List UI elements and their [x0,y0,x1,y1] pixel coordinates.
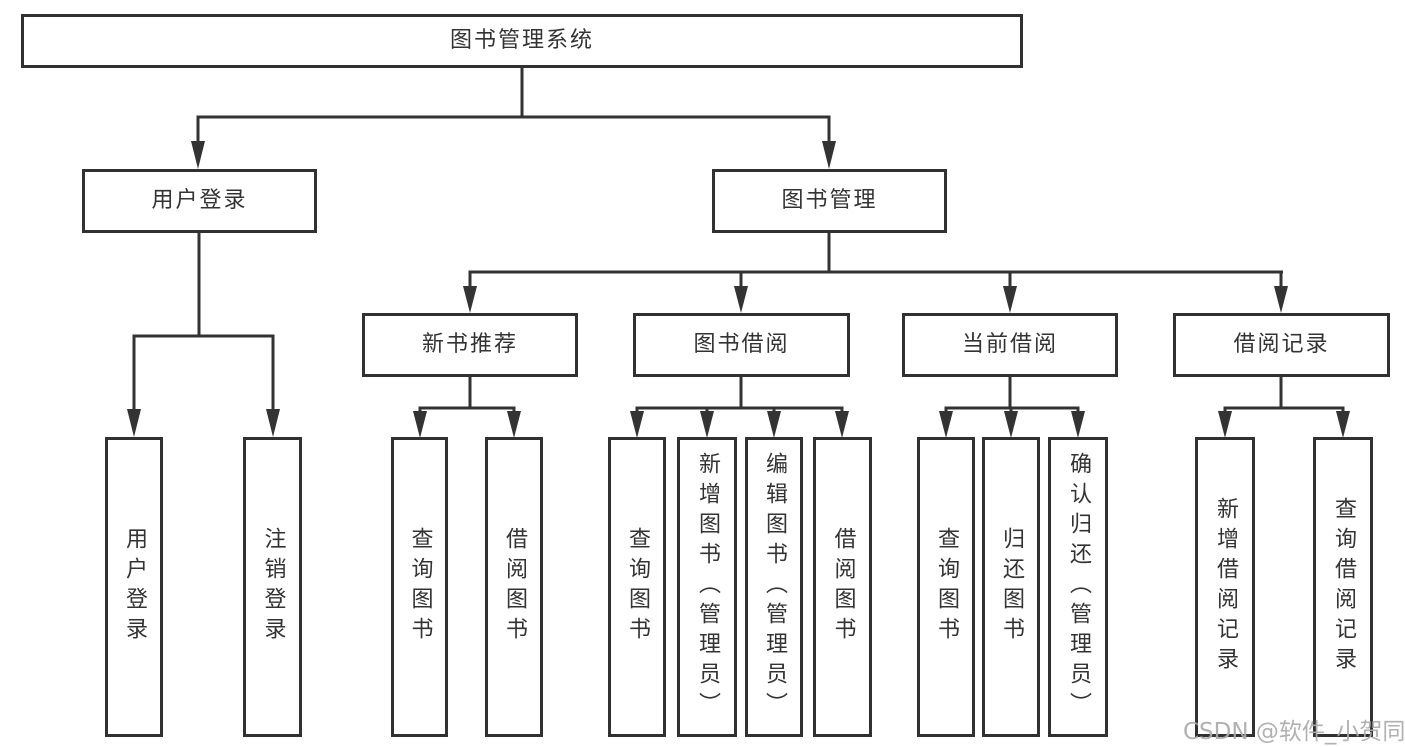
arrowhead-icon [1004,411,1018,438]
leaf-logout-login: 注销登录 [243,437,302,737]
leaf-edit-books-admin: 编辑图书（管理员） [745,437,803,737]
arrowhead-icon [1218,411,1232,438]
arrowhead-icon [700,411,714,438]
node-borrow-records: 借阅记录 [1173,313,1390,377]
arrowhead-icon [413,411,427,438]
leaf-return-books: 归还图书 [982,437,1040,737]
leaf-add-borrow-record: 新增借阅记录 [1195,437,1255,737]
arrowhead-icon [767,411,781,438]
arrowhead-icon [822,141,836,169]
leaf-query-books-recommend: 查询图书 [391,437,448,737]
leaf-query-borrow-record: 查询借阅记录 [1313,437,1373,737]
arrowhead-icon [939,411,953,438]
connector-current-to-leaves [939,375,1085,438]
node-root-library-system: 图书管理系统 [21,14,1023,68]
arrowhead-icon [1071,411,1085,438]
arrowhead-icon [1003,286,1017,313]
arrowhead-icon [630,411,644,438]
node-current-borrow: 当前借阅 [902,313,1118,377]
connector-records-to-leaves [1218,375,1350,438]
leaf-query-books-current: 查询图书 [917,437,975,737]
leaf-confirm-return-admin: 确认归还（管理员） [1048,437,1108,737]
connector-borrow-to-leaves [630,375,849,438]
leaf-borrow-books-recommend: 借阅图书 [485,437,543,737]
arrowhead-icon [266,409,280,437]
arrowhead-icon [1336,411,1350,438]
arrowhead-icon [463,286,477,313]
arrowhead-icon [835,411,849,438]
node-book-management: 图书管理 [712,169,947,233]
connector-userlogin-to-leaves [127,231,280,437]
arrowhead-icon [507,411,521,438]
node-book-borrow: 图书借阅 [633,313,850,377]
arrowhead-icon [127,409,141,437]
connector-recommend-to-leaves [413,375,521,438]
leaf-user-login: 用户登录 [105,437,163,737]
node-new-book-recommend: 新书推荐 [362,313,578,377]
leaf-borrow-books-borrow: 借阅图书 [813,437,872,737]
watermark: CSDN @软件_小贺同学 [1183,719,1405,745]
connector-root-to-level2 [191,66,836,169]
leaf-add-books-admin: 新增图书（管理员） [677,437,737,737]
leaf-query-books-borrow: 查询图书 [608,437,666,737]
arrowhead-icon [734,286,748,313]
node-user-login: 用户登录 [82,169,317,233]
arrowhead-icon [1274,286,1288,313]
arrowhead-icon [191,141,205,169]
connector-bookmgmt-to-level3 [463,231,1288,313]
